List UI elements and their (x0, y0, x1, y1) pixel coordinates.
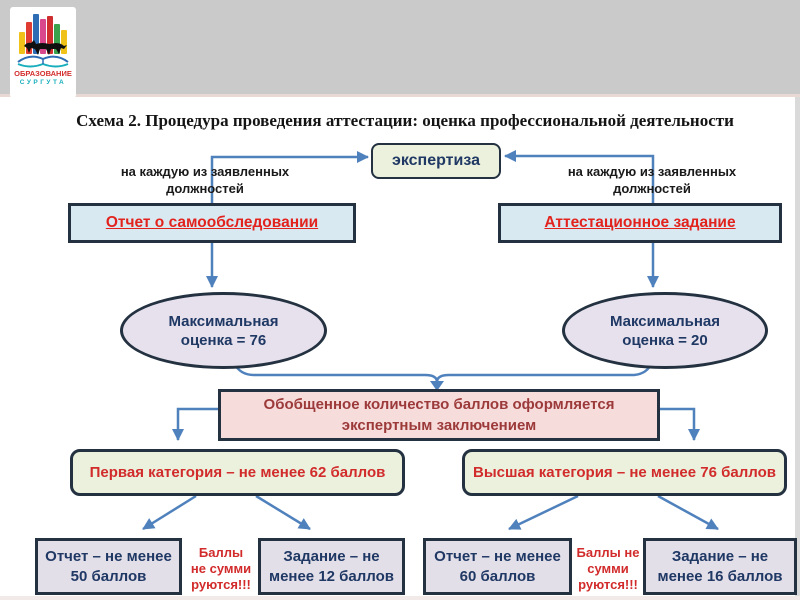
task-min-12-line1: Задание – не (283, 547, 380, 565)
horse-icon (24, 40, 67, 55)
max-score-76-line2: оценка = 76 (180, 331, 267, 349)
summary-line1: Обобщенное количество баллов оформляется (263, 396, 615, 413)
brace-right-to-summary (435, 362, 654, 383)
no-sum-right-line2: сумми (587, 561, 629, 576)
self-report-label: Отчет о самообследовании (105, 214, 319, 231)
arrow-highest-to-task-min (657, 494, 719, 531)
bottom-edge-strip (0, 596, 800, 600)
no-sum-right-line3: руются!!! (578, 577, 638, 592)
attestation-task-label: Аттестационное задание (544, 214, 736, 231)
task-min-12-node: Задание – не менее 12 баллов (258, 538, 405, 595)
report-min-60-line2: 60 баллов (459, 567, 536, 585)
surgut-education-logo: ОБРАЗОВАНИЕ СУРГУТА (10, 7, 76, 98)
no-sum-left-line1: Баллы (198, 545, 244, 560)
right-edge-strip (795, 97, 800, 600)
summary-node: Обобщенное количество баллов оформляется… (218, 389, 660, 441)
header-band (0, 0, 800, 97)
self-report-node: Отчет о самообследовании (68, 203, 356, 243)
arrow-first-to-report-min (142, 494, 197, 531)
open-book-icon (17, 55, 69, 68)
no-sum-note-right: Баллы не сумми руются!!! (573, 545, 643, 593)
arrow-summary-to-highest-category (659, 407, 700, 441)
report-min-50-node: Отчет – не менее 50 баллов (35, 538, 182, 595)
no-sum-note-left: Баллы не сумми руются!!! (184, 545, 258, 593)
first-category-node: Первая категория – не менее 62 баллов (70, 449, 405, 496)
report-min-50-line1: Отчет – не менее (45, 547, 172, 565)
attestation-task-node: Аттестационное задание (498, 203, 782, 243)
max-score-20-line1: Максимальная (609, 312, 721, 330)
book-buildings-icon (19, 12, 67, 55)
arrow-first-to-task-min (255, 494, 311, 531)
note-right: на каждую из заявленных должностей (557, 163, 747, 197)
highest-category-node: Высшая категория – не менее 76 баллов (462, 449, 787, 496)
max-score-20-line2: оценка = 20 (622, 331, 708, 349)
task-min-16-line2: менее 16 баллов (657, 567, 783, 585)
no-sum-left-line2: не сумми (190, 561, 252, 576)
note-right-line2: должностей (613, 181, 691, 196)
note-left-line1: на каждую из заявленных (120, 164, 290, 179)
logo-title: ОБРАЗОВАНИЕ (14, 69, 72, 78)
task-min-16-node: Задание – не менее 16 баллов (643, 538, 797, 595)
no-sum-right-line1: Баллы не (576, 545, 640, 560)
task-min-12-line2: менее 12 баллов (268, 567, 395, 585)
slide-title: Схема 2. Процедура проведения аттестации… (76, 111, 734, 130)
report-min-50-line2: 50 баллов (70, 567, 147, 585)
max-score-20-node: Максимальная оценка = 20 (562, 292, 768, 369)
expertise-node: экспертиза (371, 143, 501, 179)
note-left-line2: должностей (166, 181, 244, 196)
task-min-16-line1: Задание – не (671, 547, 769, 565)
note-left: на каждую из заявленных должностей (110, 163, 300, 197)
logo-subtitle: СУРГУТА (19, 79, 67, 86)
arrow-highest-to-report-min (508, 494, 579, 531)
report-min-60-node: Отчет – не менее 60 баллов (423, 538, 572, 595)
report-min-60-line1: Отчет – не менее (434, 547, 561, 565)
no-sum-left-line3: руются!!! (191, 577, 251, 592)
arrow-summary-to-first-category (172, 407, 219, 441)
max-score-76-node: Максимальная оценка = 76 (120, 292, 327, 369)
note-right-line1: на каждую из заявленных (567, 164, 737, 179)
summary-line2: экспертным заключением (341, 417, 537, 434)
max-score-76-line1: Максимальная (168, 312, 279, 330)
